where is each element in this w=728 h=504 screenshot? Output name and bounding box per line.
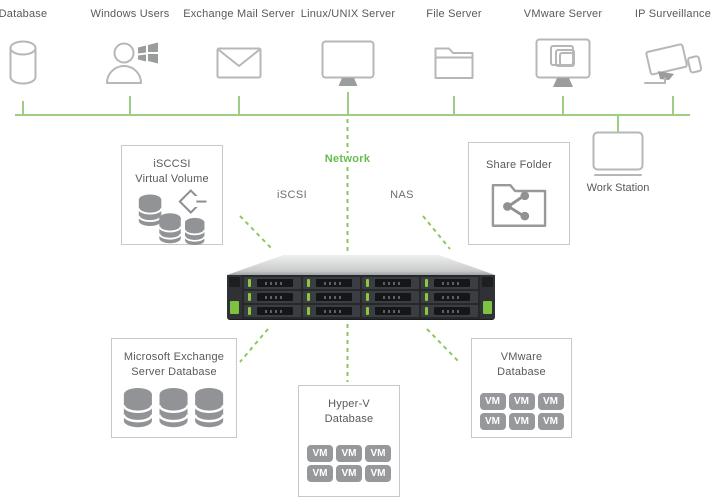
windows-users-icon — [65, 22, 195, 104]
nas-rack-device — [227, 255, 495, 319]
exchange-database-box: Microsoft Exchange Server Database — [111, 338, 237, 438]
drive-bay — [303, 277, 360, 289]
drive-bay — [244, 291, 301, 303]
vm-badge: VM — [336, 465, 362, 483]
vm-badge: VM — [508, 413, 535, 431]
vm-badge: VM — [537, 393, 564, 411]
drive-bay — [362, 277, 419, 289]
nas-drive-bays — [242, 275, 480, 319]
nas-label: NAS — [390, 189, 414, 201]
vm-badge: VM — [307, 465, 333, 483]
database-icon — [0, 22, 88, 104]
device-label: File Server — [426, 8, 482, 20]
drive-bay — [362, 291, 419, 303]
device-vmware-server: VMware Server — [498, 6, 628, 104]
folder-icon — [389, 22, 519, 104]
camera-icon — [608, 22, 728, 104]
mail-icon — [174, 22, 304, 104]
device-exchange-mail-server: Exchange Mail Server — [174, 6, 304, 104]
drive-bay — [421, 305, 478, 317]
box-title: Microsoft Exchange Server Database — [123, 351, 225, 378]
device-label: Windows Users — [90, 8, 170, 20]
nas-right-ear — [480, 275, 495, 319]
box-title: iSCCSI Virtual Volume — [135, 158, 209, 185]
vm-badge: VM — [537, 413, 564, 431]
box-title: Share Folder — [486, 159, 552, 171]
drive-bay — [303, 305, 360, 317]
vm-badges: VM VM VM VM VM VM — [474, 392, 570, 432]
vm-badge: VM — [479, 413, 506, 431]
vmware-monitor-icon — [498, 22, 628, 104]
device-label: Linux/UNIX Server — [300, 8, 396, 20]
virtual-volume-icon — [122, 188, 222, 247]
share-folder-icon — [469, 181, 569, 228]
drive-bay — [244, 277, 301, 289]
database-cylinders-icon — [112, 386, 236, 432]
iscsi-virtual-volume-box: iSCCSI Virtual Volume — [121, 145, 223, 247]
vm-badge: VM — [365, 465, 391, 483]
device-windows-users: Windows Users — [65, 6, 195, 104]
device-file-server: File Server — [389, 6, 519, 104]
device-label: VMware Server — [523, 8, 603, 20]
drive-bay — [303, 291, 360, 303]
device-ip-surveillance: IP Surveillance — [608, 6, 728, 104]
box-title: Hyper-V Database — [324, 398, 374, 425]
vm-badge: VM — [336, 445, 362, 463]
vm-badge: VM — [508, 393, 535, 411]
network-label: Network — [310, 153, 385, 165]
workstation-icon — [592, 131, 644, 182]
device-linux-unix-server: Linux/UNIX Server — [283, 6, 413, 104]
vm-badge: VM — [365, 445, 391, 463]
vmware-database-box: VMware Database VM VM VM VM VM VM — [471, 338, 572, 438]
hyperv-database-box: Hyper-V Database VM VM VM VM VM VM — [298, 385, 400, 497]
drive-bay — [421, 291, 478, 303]
box-title: VMware Database — [497, 351, 546, 378]
vm-badge: VM — [479, 393, 506, 411]
workstation-label: Work Station — [586, 182, 650, 194]
nas-top-panel — [227, 255, 495, 275]
nas-left-ear — [227, 275, 242, 319]
iscsi-label: iSCSI — [276, 189, 308, 201]
drive-bay — [362, 305, 419, 317]
device-label: Database — [0, 8, 48, 20]
vm-badges: VM VM VM VM VM VM — [301, 444, 397, 484]
drive-bay — [421, 277, 478, 289]
drive-bay — [244, 305, 301, 317]
vm-badge: VM — [307, 445, 333, 463]
device-database: Database — [0, 6, 88, 104]
share-folder-box: Share Folder — [468, 142, 570, 245]
device-label: IP Surveillance — [634, 8, 712, 20]
monitor-icon — [283, 22, 413, 104]
nas-front-panel — [227, 275, 495, 319]
device-label: Exchange Mail Server — [183, 8, 295, 20]
